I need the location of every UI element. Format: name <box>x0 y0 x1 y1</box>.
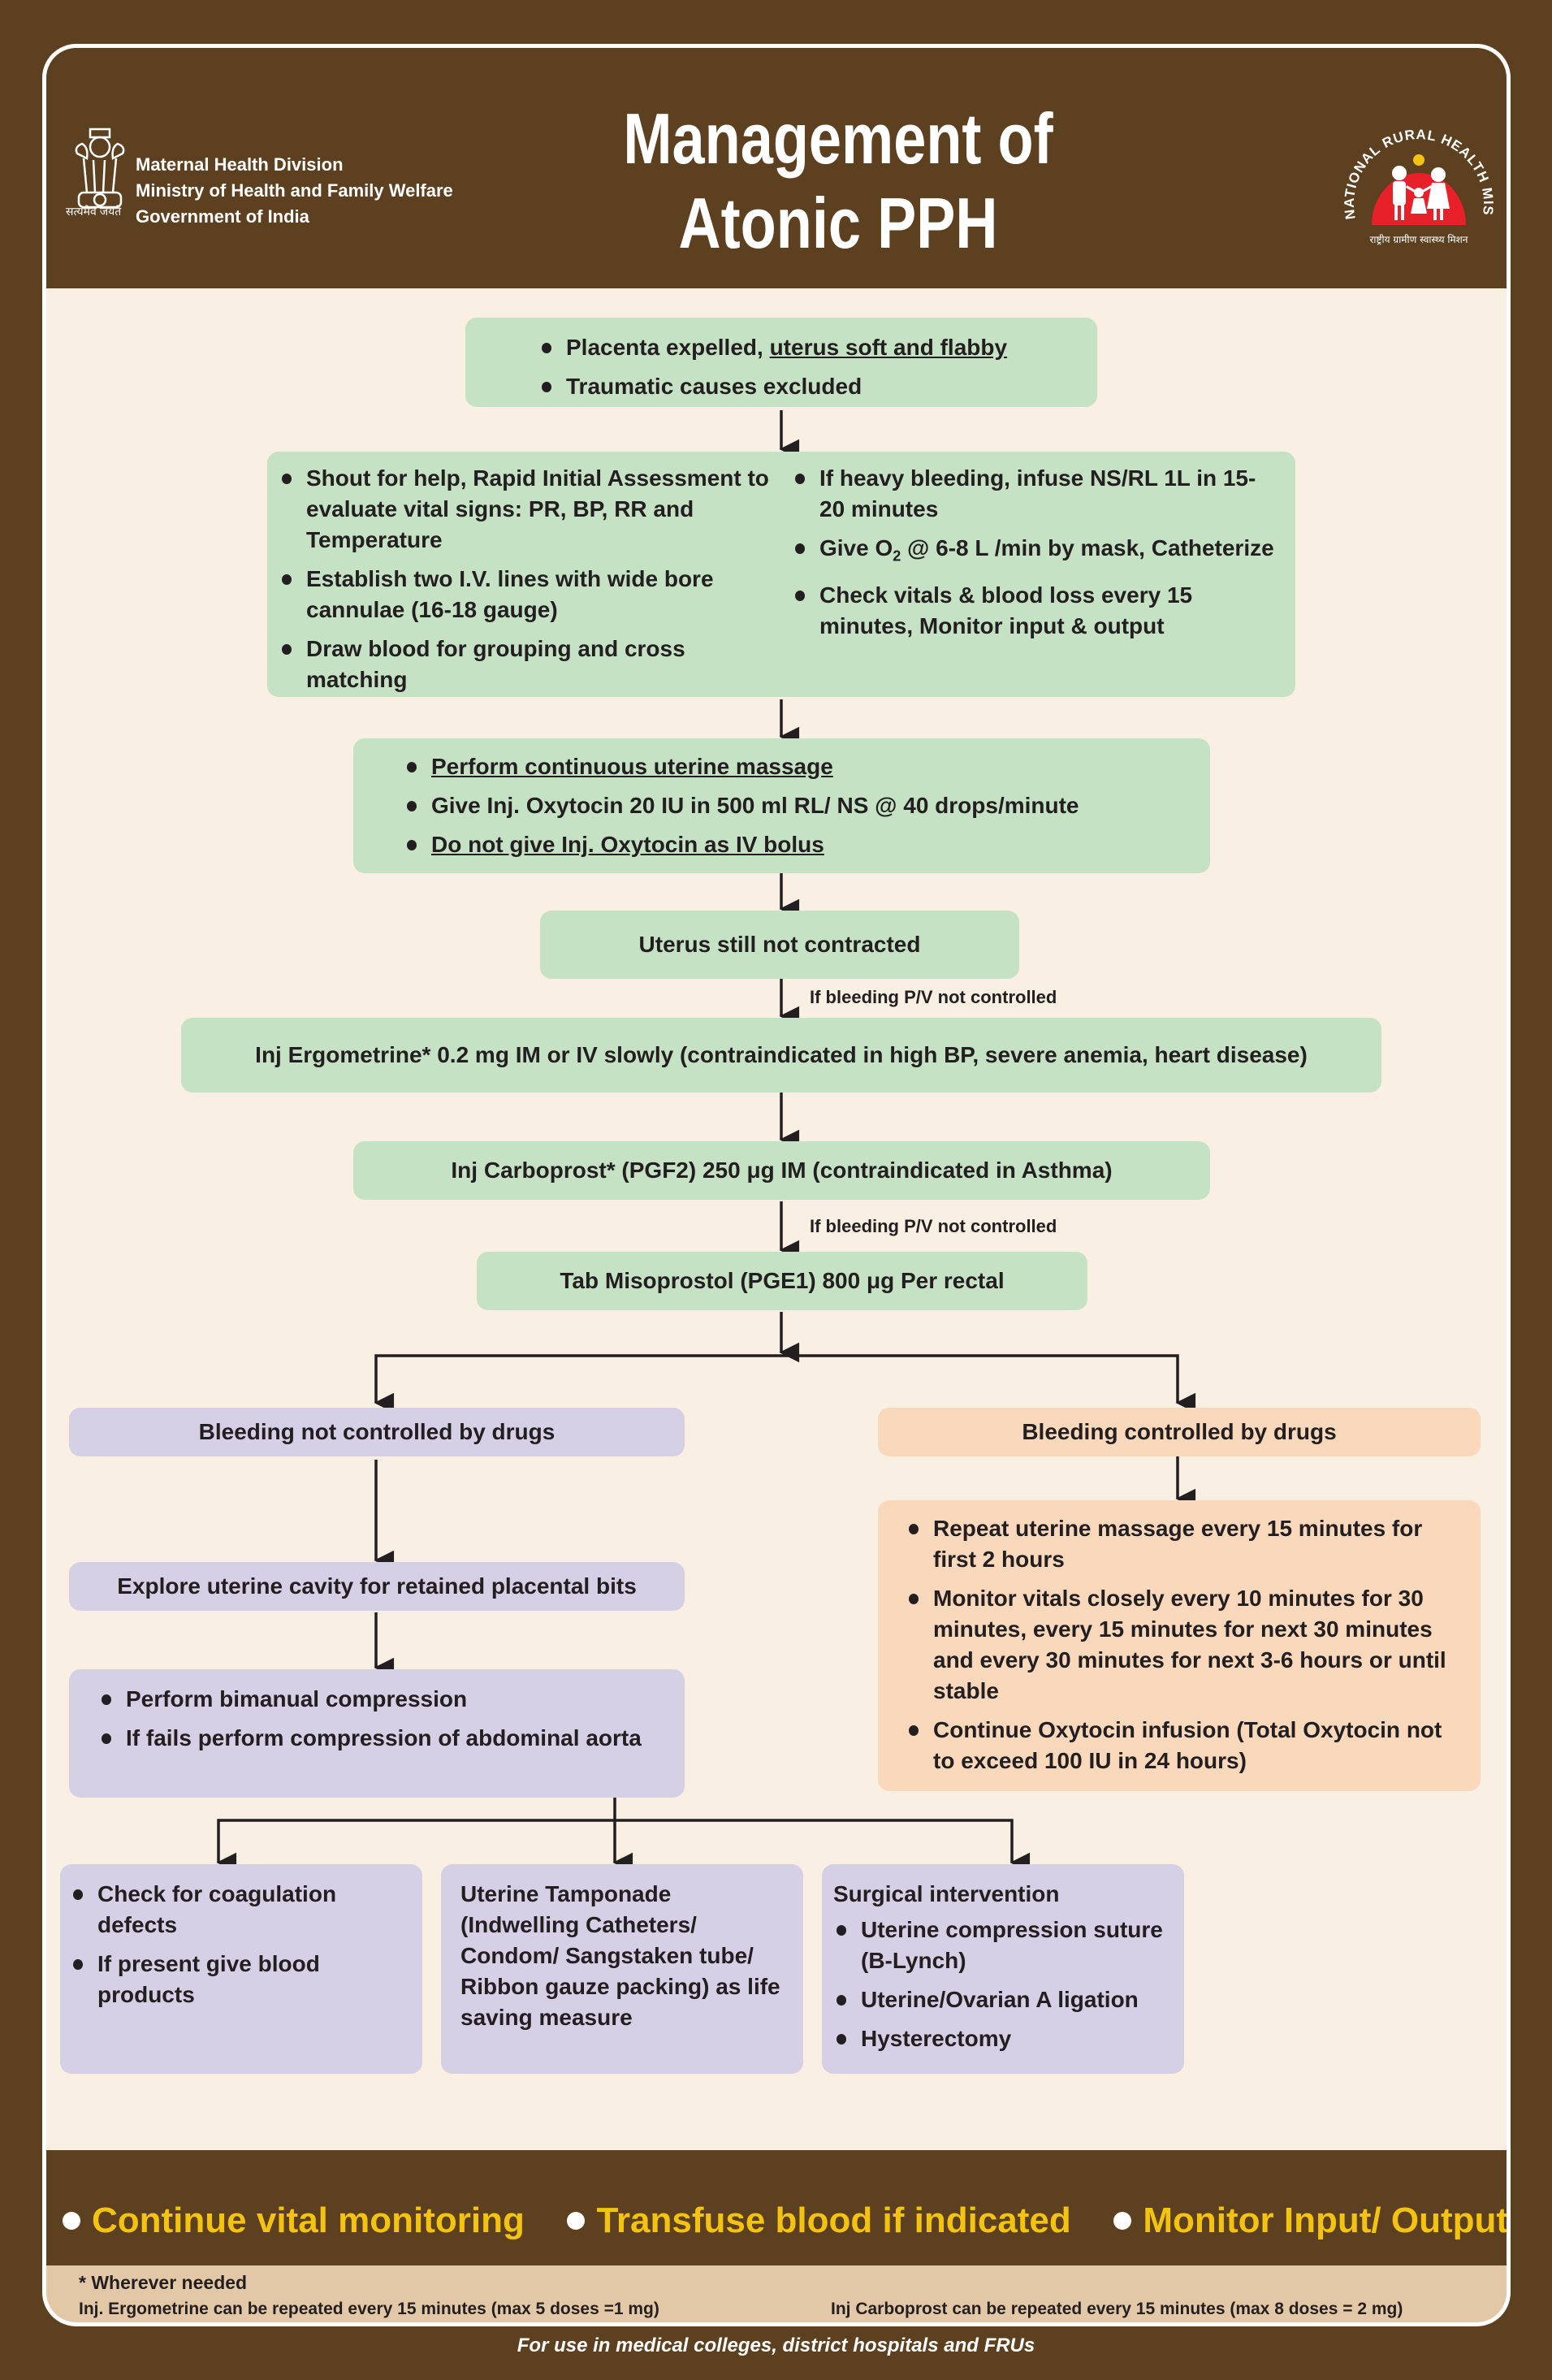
bullet-icon <box>63 2212 80 2230</box>
carboprost-box: Inj Carboprost* (PGF2) 250 μg IM (contra… <box>353 1141 1210 1200</box>
oxytocin-item-dose: Give Inj. Oxytocin 20 IU in 500 ml RL/ N… <box>404 790 1210 821</box>
start-box: Placenta expelled, uterus soft and flabb… <box>465 318 1097 407</box>
ergometrine-box: Inj Ergometrine* 0.2 mg IM or IV slowly … <box>181 1018 1381 1093</box>
initial-assessment-box: Shout for help, Rapid Initial Assessment… <box>267 452 1295 697</box>
motto-hindi: सत्यमेव जयते <box>66 205 122 218</box>
notes-band <box>46 2265 1507 2322</box>
start-item-1-underlined: uterus soft and flabby <box>769 335 1008 360</box>
usage-footer: For use in medical colleges, district ho… <box>517 2335 1035 2356</box>
header-band: सत्यमेव जयते Maternal Health Division Mi… <box>46 48 1507 288</box>
compression-item: If fails perform compression of abdomina… <box>98 1723 668 1754</box>
explore-cavity-box: Explore uterine cavity for retained plac… <box>69 1562 685 1611</box>
surgical-box: Surgical intervention Uterine compressio… <box>822 1864 1184 2074</box>
oxytocin-box: Perform continuous uterine massage Give … <box>353 738 1210 873</box>
bullet-icon <box>1113 2212 1132 2230</box>
coagulation-box: Check for coagulation defects If present… <box>60 1864 422 2074</box>
initial-right-item: Check vitals & blood loss every 15 minut… <box>792 580 1279 642</box>
summary-actions: Continue vital monitoring Transfuse bloo… <box>63 2200 1507 2241</box>
nrhm-hindi-text: राष्ट्रीय ग्रामीण स्वास्थ्य मिशन <box>1370 234 1468 245</box>
org-line-division: Maternal Health Division <box>136 154 344 175</box>
coagulation-item: Check for coagulation defects <box>70 1879 411 1941</box>
split-connector <box>374 1354 1196 1413</box>
initial-left-item: Draw blood for grouping and cross matchi… <box>279 634 792 695</box>
poster-frame: सत्यमेव जयते Maternal Health Division Mi… <box>42 44 1511 2326</box>
initial-right-item: Give O2 @ 6-8 L /min by mask, Catheteriz… <box>792 533 1279 572</box>
initial-left-list: Shout for help, Rapid Initial Assessment… <box>279 463 792 697</box>
title-line-1: Management of <box>623 98 1053 179</box>
oxytocin-item-warning: Do not give Inj. Oxytocin as IV bolus <box>404 829 1210 860</box>
surgical-title: Surgical intervention <box>833 1881 1060 1906</box>
ashoka-emblem-icon <box>75 128 125 209</box>
summary-item: Continue vital monitoring <box>63 2200 525 2241</box>
care-item: Monitor vitals closely every 10 minutes … <box>906 1583 1461 1707</box>
flow-connectors <box>216 410 1196 1873</box>
surgical-item: Uterine/Ovarian A ligation <box>833 1984 1173 2015</box>
condition-label-2: If bleeding P/V not controlled <box>810 1216 1057 1236</box>
condition-label-1: If bleeding P/V not controlled <box>810 987 1057 1007</box>
tamponade-box: Uterine Tamponade (Indwelling Catheters/… <box>441 1864 803 2074</box>
tamponade-text: Uterine Tamponade (Indwelling Catheters/… <box>460 1881 780 2030</box>
summary-item: Transfuse blood if indicated <box>567 2200 1071 2241</box>
org-block: Maternal Health Division Ministry of Hea… <box>136 152 453 230</box>
org-line-ministry: Ministry of Health and Family Welfare <box>136 180 453 201</box>
initial-right-list: If heavy bleeding, infuse NS/RL 1L in 15… <box>792 463 1279 697</box>
title-line-2: Atonic PPH <box>678 183 998 263</box>
org-line-government: Government of India <box>136 206 309 227</box>
start-item-1: Placenta expelled, uterus soft and flabb… <box>538 332 1097 363</box>
surgical-item: Uterine compression suture (B-Lynch) <box>833 1915 1173 1976</box>
oxytocin-item-massage: Perform continuous uterine massage <box>404 751 1210 782</box>
note-carboprost: Inj Carboprost can be repeated every 15 … <box>831 2300 1403 2318</box>
note-ergometrine: Inj. Ergometrine can be repeated every 1… <box>79 2300 659 2318</box>
note-asterisk: * Wherever needed <box>79 2272 248 2293</box>
care-item: Repeat uterine massage every 15 minutes … <box>906 1513 1461 1575</box>
summary-item: Monitor Input/ Output <box>1113 2200 1507 2241</box>
not-contracted-box: Uterus still not contracted <box>540 911 1019 979</box>
compression-item: Perform bimanual compression <box>98 1684 668 1715</box>
controlled-title-box: Bleeding controlled by drugs <box>878 1408 1481 1456</box>
page-title: Management of Atonic PPH <box>562 97 1115 266</box>
nrhm-logo-icon: NATIONAL RURAL HEALTH MISSION राष्ट्रीय … <box>1338 113 1495 245</box>
surgical-item: Hysterectomy <box>833 2023 1173 2054</box>
compression-box: Perform bimanual compression If fails pe… <box>69 1669 685 1798</box>
summary-band <box>46 2150 1507 2265</box>
coagulation-item: If present give blood products <box>70 1949 411 2010</box>
bullet-icon <box>567 2212 586 2230</box>
initial-right-item: If heavy bleeding, infuse NS/RL 1L in 15… <box>792 463 1279 525</box>
controlled-care-box: Repeat uterine massage every 15 minutes … <box>878 1500 1481 1791</box>
initial-left-item: Shout for help, Rapid Initial Assessment… <box>279 463 792 556</box>
initial-left-item: Establish two I.V. lines with wide bore … <box>279 564 792 625</box>
start-item-2: Traumatic causes excluded <box>538 371 1097 402</box>
care-item: Continue Oxytocin infusion (Total Oxytoc… <box>906 1715 1461 1776</box>
misoprostol-box: Tab Misoprostol (PGE1) 800 μg Per rectal <box>477 1252 1087 1310</box>
not-controlled-title-box: Bleeding not controlled by drugs <box>69 1408 685 1456</box>
